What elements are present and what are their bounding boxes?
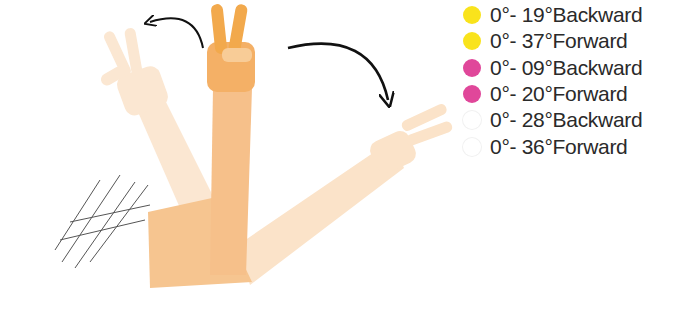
legend-item: 0°- 37°Forward [463,29,627,53]
legend-text: 0°- 37°Forward [490,29,627,53]
legend-item: 0°- 28°Backward [463,108,642,132]
faded-arm-forward [238,102,454,285]
legend-item: 0°- 36°Forward [463,135,627,159]
rotation-arrow [150,18,203,48]
legend-swatch [463,138,481,156]
rotation-arrow [288,44,388,100]
legend-swatch [463,32,481,50]
legend-swatch [463,85,481,103]
legend-swatch [463,59,481,77]
main-forearm [207,3,255,275]
legend-text: 0°- 19°Backward [490,3,642,27]
legend-swatch [463,6,481,24]
legend-text: 0°- 20°Forward [490,82,627,106]
legend-item: 0°- 09°Backward [463,56,642,80]
legend-text: 0°- 09°Backward [490,56,642,80]
motion-hatch [55,175,150,268]
legend-text: 0°- 36°Forward [490,135,627,159]
legend-item: 0°- 19°Backward [463,3,642,27]
legend-item: 0°- 20°Forward [463,82,627,106]
legend-swatch [463,111,481,129]
legend-text: 0°- 28°Backward [490,108,642,132]
